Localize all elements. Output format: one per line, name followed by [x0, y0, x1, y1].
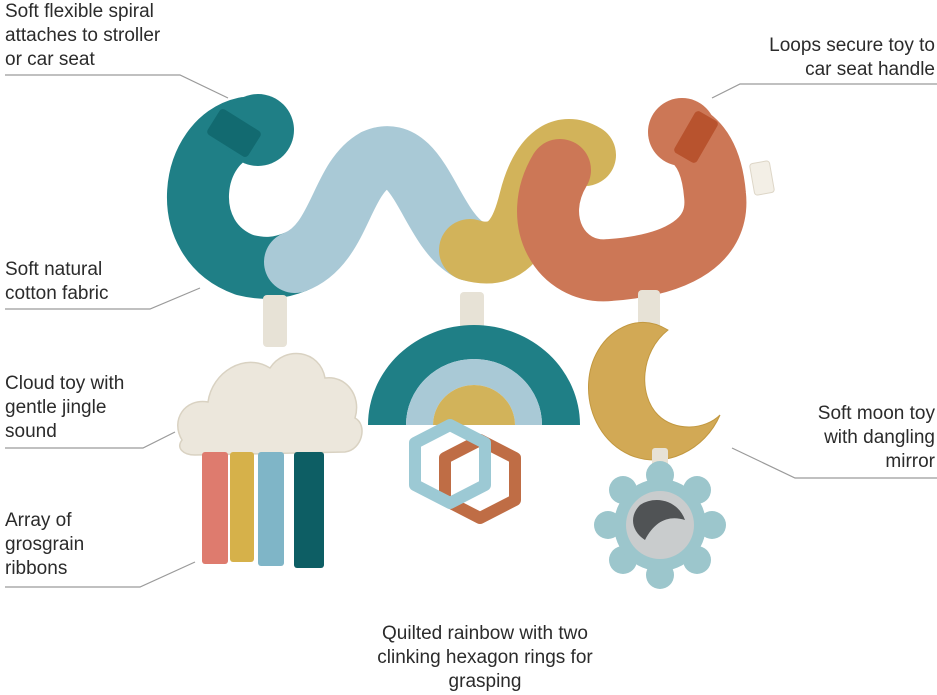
strap-moon — [638, 290, 660, 330]
leader-lines — [5, 74, 937, 588]
spiral-toy — [167, 94, 775, 302]
loop-strap-rust — [674, 111, 718, 163]
strap-cloud — [263, 295, 287, 347]
strap-rainbow — [460, 292, 484, 330]
rainbow-inner-arc — [433, 385, 515, 425]
callout-moon: Soft moon toy with dangling mirror — [817, 403, 935, 472]
moon-shape — [588, 321, 721, 461]
ribbon-group — [202, 452, 324, 568]
rainbow-toy — [368, 325, 580, 524]
cloud-toy — [177, 352, 363, 568]
callout-rainbow: Quilted rainbow with two clinking hexago… — [377, 623, 593, 692]
ribbon-pink — [202, 452, 228, 564]
hexagon-ring-blue — [409, 419, 491, 509]
callout-ribbons: Array of grosgrain ribbons — [5, 510, 85, 579]
callout-loops: Loops secure toy to car seat handle — [769, 35, 935, 80]
leader-line-ribbons — [5, 561, 196, 588]
ribbon-dark-teal — [294, 452, 324, 568]
callout-fabric: Soft natural cotton fabric — [5, 259, 109, 304]
leader-line-spiral — [5, 74, 229, 99]
cloud-shape — [177, 352, 363, 456]
hexagon-ring-brown — [439, 434, 521, 524]
callout-cloud: Cloud toy with gentle jingle sound — [5, 373, 125, 442]
callout-spiral: Soft flexible spiral attaches to strolle… — [5, 1, 161, 70]
hanging-straps — [263, 290, 660, 347]
moon-toy — [588, 321, 726, 589]
leader-line-loops — [711, 83, 937, 99]
rainbow-middle-arc — [406, 359, 542, 425]
brand-tag — [749, 160, 775, 196]
loop-strap-teal — [207, 109, 261, 157]
ribbon-gold — [230, 452, 254, 562]
leader-line-fabric — [5, 287, 201, 310]
leader-line-moon — [731, 447, 937, 479]
leader-line-cloud — [5, 431, 176, 449]
ribbon-light-blue — [258, 452, 284, 566]
spiral-terracotta-segment — [517, 101, 747, 302]
rainbow-outer-arc — [368, 325, 580, 425]
mirror-reflection — [633, 500, 685, 540]
spiral-light-blue-segment — [264, 126, 501, 293]
